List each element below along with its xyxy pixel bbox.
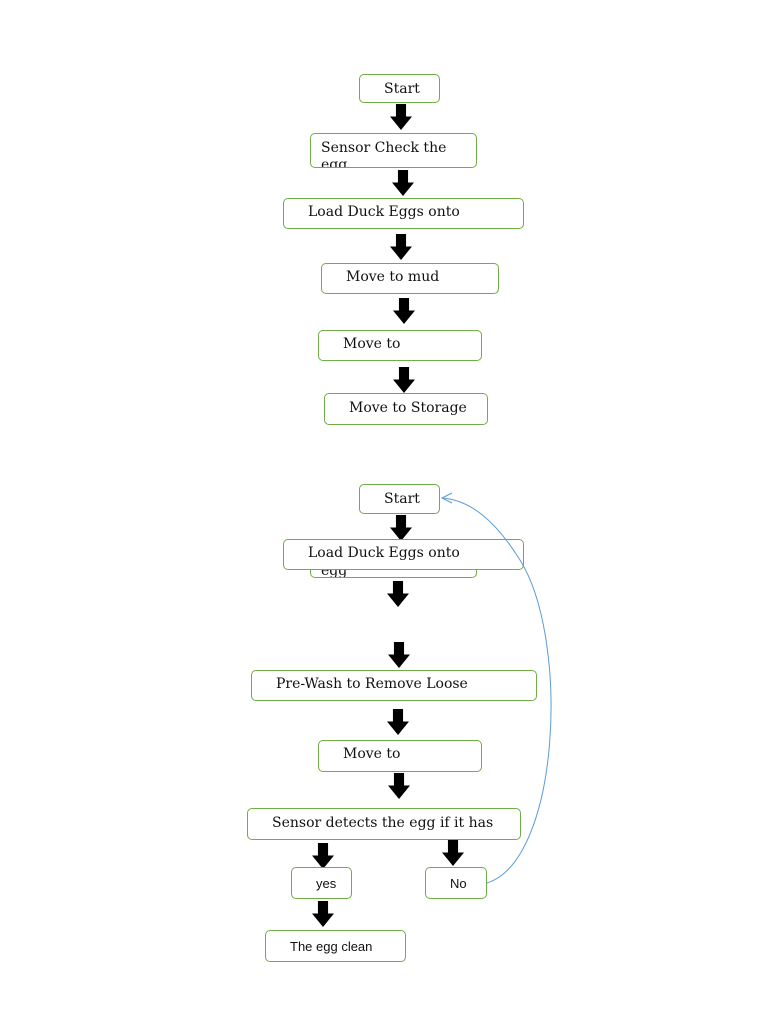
storage-box: Move to Storage	[324, 393, 488, 425]
load-eggs-box-2: Load Duck Eggs onto	[283, 539, 524, 570]
move-to-label-2: Move to	[343, 746, 401, 762]
start-label: Start	[384, 81, 420, 97]
yes-box: yes	[291, 867, 352, 899]
loop-arrowhead-icon	[440, 492, 453, 504]
loop-back-curve	[441, 497, 552, 884]
mud-box: Move to mud	[321, 263, 499, 294]
move-to-box: Move to	[318, 330, 482, 361]
no-label: No	[450, 876, 467, 891]
storage-label: Move to Storage	[349, 400, 467, 416]
egg-clean-label: The egg clean	[290, 939, 373, 954]
mud-label: Move to mud	[346, 269, 440, 285]
start-label-2: Start	[384, 491, 420, 507]
yes-label: yes	[316, 876, 337, 891]
sensor-check-clipped-label: egg	[321, 157, 348, 168]
sensor-detects-label: Sensor detects the egg if it has	[272, 815, 494, 831]
sensor-check-label: Sensor Check the	[321, 140, 447, 156]
load-eggs-box: Load Duck Eggs onto	[283, 198, 524, 229]
move-to-box-2: Move to	[318, 740, 482, 772]
load-eggs-label: Load Duck Eggs onto	[308, 204, 460, 220]
prewash-box: Pre-Wash to Remove Loose	[251, 670, 537, 701]
move-to-label: Move to	[343, 336, 401, 352]
start-box: Start	[359, 74, 440, 103]
sensor-detects-box: Sensor detects the egg if it has	[247, 808, 521, 840]
start-box-2: Start	[359, 484, 440, 514]
prewash-label: Pre-Wash to Remove Loose	[276, 676, 468, 692]
egg-clean-box: The egg clean	[265, 930, 406, 962]
no-box: No	[425, 867, 487, 899]
load-eggs-label-2: Load Duck Eggs onto	[308, 545, 460, 561]
